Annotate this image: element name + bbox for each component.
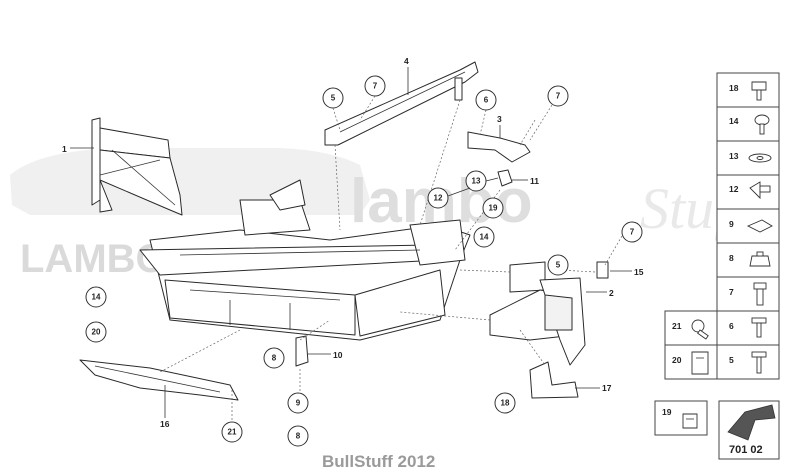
callout-5-top: 5 bbox=[322, 87, 344, 109]
clip-20-icon bbox=[691, 351, 709, 375]
legend-num-18: 18 bbox=[729, 83, 739, 93]
svg-text:13: 13 bbox=[472, 177, 481, 186]
parts-legend: 18 14 13 12 9 8 7 6 21 5 20 19 bbox=[654, 72, 780, 436]
label-2: 2 bbox=[609, 288, 614, 298]
guide-lines bbox=[159, 99, 596, 420]
label-10: 10 bbox=[333, 350, 343, 360]
screw-14-icon bbox=[754, 114, 770, 135]
callout-14-mid: 14 bbox=[473, 226, 495, 248]
legend-num-20: 20 bbox=[672, 355, 682, 365]
callout-9: 9 bbox=[287, 392, 309, 414]
part-11-clip bbox=[497, 169, 513, 187]
svg-text:8: 8 bbox=[272, 354, 277, 363]
legend-num-12: 12 bbox=[729, 184, 739, 194]
callout-21: 21 bbox=[221, 421, 243, 443]
callout-6: 6 bbox=[475, 89, 497, 111]
nut-8-icon bbox=[749, 251, 771, 267]
label-17: 17 bbox=[602, 383, 612, 393]
svg-text:18: 18 bbox=[501, 399, 510, 408]
screw-5-icon bbox=[751, 351, 767, 374]
part-3-bracket bbox=[467, 131, 531, 163]
part-10-bracket bbox=[295, 335, 309, 367]
label-16: 16 bbox=[160, 419, 170, 429]
svg-text:7: 7 bbox=[630, 228, 635, 237]
callout-7-lower: 7 bbox=[621, 221, 643, 243]
label-4: 4 bbox=[404, 56, 409, 66]
svg-text:21: 21 bbox=[228, 428, 237, 437]
callout-5-lower: 5 bbox=[547, 254, 569, 276]
legend-num-5: 5 bbox=[729, 355, 734, 365]
clip-9-icon bbox=[746, 219, 773, 233]
label-3: 3 bbox=[497, 114, 502, 124]
svg-text:20: 20 bbox=[92, 328, 101, 337]
callout-14-left: 14 bbox=[85, 286, 107, 308]
bolt-7-icon bbox=[753, 282, 767, 306]
catalog-code: 701 02 bbox=[729, 444, 763, 456]
legend-num-21: 21 bbox=[672, 321, 682, 331]
legend-num-9: 9 bbox=[729, 219, 734, 229]
bolt-21-icon bbox=[691, 319, 709, 340]
label-11: 11 bbox=[530, 176, 539, 186]
plain-labels: 1 4 3 11 15 2 10 17 16 bbox=[62, 56, 644, 429]
label-1: 1 bbox=[62, 144, 67, 154]
svg-text:14: 14 bbox=[92, 293, 101, 302]
legend-num-7: 7 bbox=[729, 287, 734, 297]
washer-13-icon bbox=[748, 153, 772, 163]
catalog-code-box: 701 02 bbox=[718, 400, 780, 460]
callout-12: 12 bbox=[427, 187, 449, 209]
svg-text:6: 6 bbox=[484, 96, 489, 105]
footer-credit: BullStuff 2012 bbox=[322, 452, 435, 471]
part-2-bracket bbox=[489, 261, 586, 366]
clip-19-icon bbox=[682, 413, 698, 429]
bubble-leaders bbox=[332, 95, 623, 266]
callout-18: 18 bbox=[494, 392, 516, 414]
part-17-bracket bbox=[529, 361, 579, 399]
callout-20: 20 bbox=[85, 321, 107, 343]
svg-text:8: 8 bbox=[296, 432, 301, 441]
legend-num-14: 14 bbox=[729, 116, 739, 126]
legend-num-8: 8 bbox=[729, 253, 734, 263]
legend-num-6: 6 bbox=[729, 321, 734, 331]
catalog-arrow-icon bbox=[727, 404, 776, 441]
svg-text:9: 9 bbox=[296, 399, 301, 408]
callout-8-bottom: 8 bbox=[287, 425, 309, 447]
part-4-rail bbox=[324, 61, 479, 146]
svg-text:7: 7 bbox=[556, 92, 561, 101]
callout-19-mid: 19 bbox=[482, 197, 504, 219]
svg-text:19: 19 bbox=[489, 204, 498, 213]
svg-text:14: 14 bbox=[480, 233, 489, 242]
svg-text:12: 12 bbox=[434, 194, 443, 203]
part-15-bracket bbox=[596, 261, 609, 279]
legend-num-13: 13 bbox=[729, 151, 739, 161]
label-15: 15 bbox=[634, 267, 644, 277]
callout-7-right: 7 bbox=[547, 85, 569, 107]
screw-6-icon bbox=[751, 317, 767, 338]
svg-text:5: 5 bbox=[331, 94, 336, 103]
callout-8-mid: 8 bbox=[263, 347, 285, 369]
callout-7-top: 7 bbox=[364, 75, 386, 97]
callout-bubbles: 5 7 6 7 13 12 19 14 7 5 14 20 8 9 8 21 1… bbox=[85, 75, 643, 447]
legend-num-19: 19 bbox=[662, 407, 672, 417]
main-chassis-frame bbox=[139, 179, 471, 341]
bolt-18-icon bbox=[751, 81, 767, 101]
svg-text:5: 5 bbox=[556, 261, 561, 270]
svg-text:7: 7 bbox=[373, 82, 378, 91]
rivet-12-icon bbox=[749, 181, 771, 200]
part-16-panel bbox=[79, 359, 239, 401]
part-1-bracket bbox=[91, 117, 183, 216]
